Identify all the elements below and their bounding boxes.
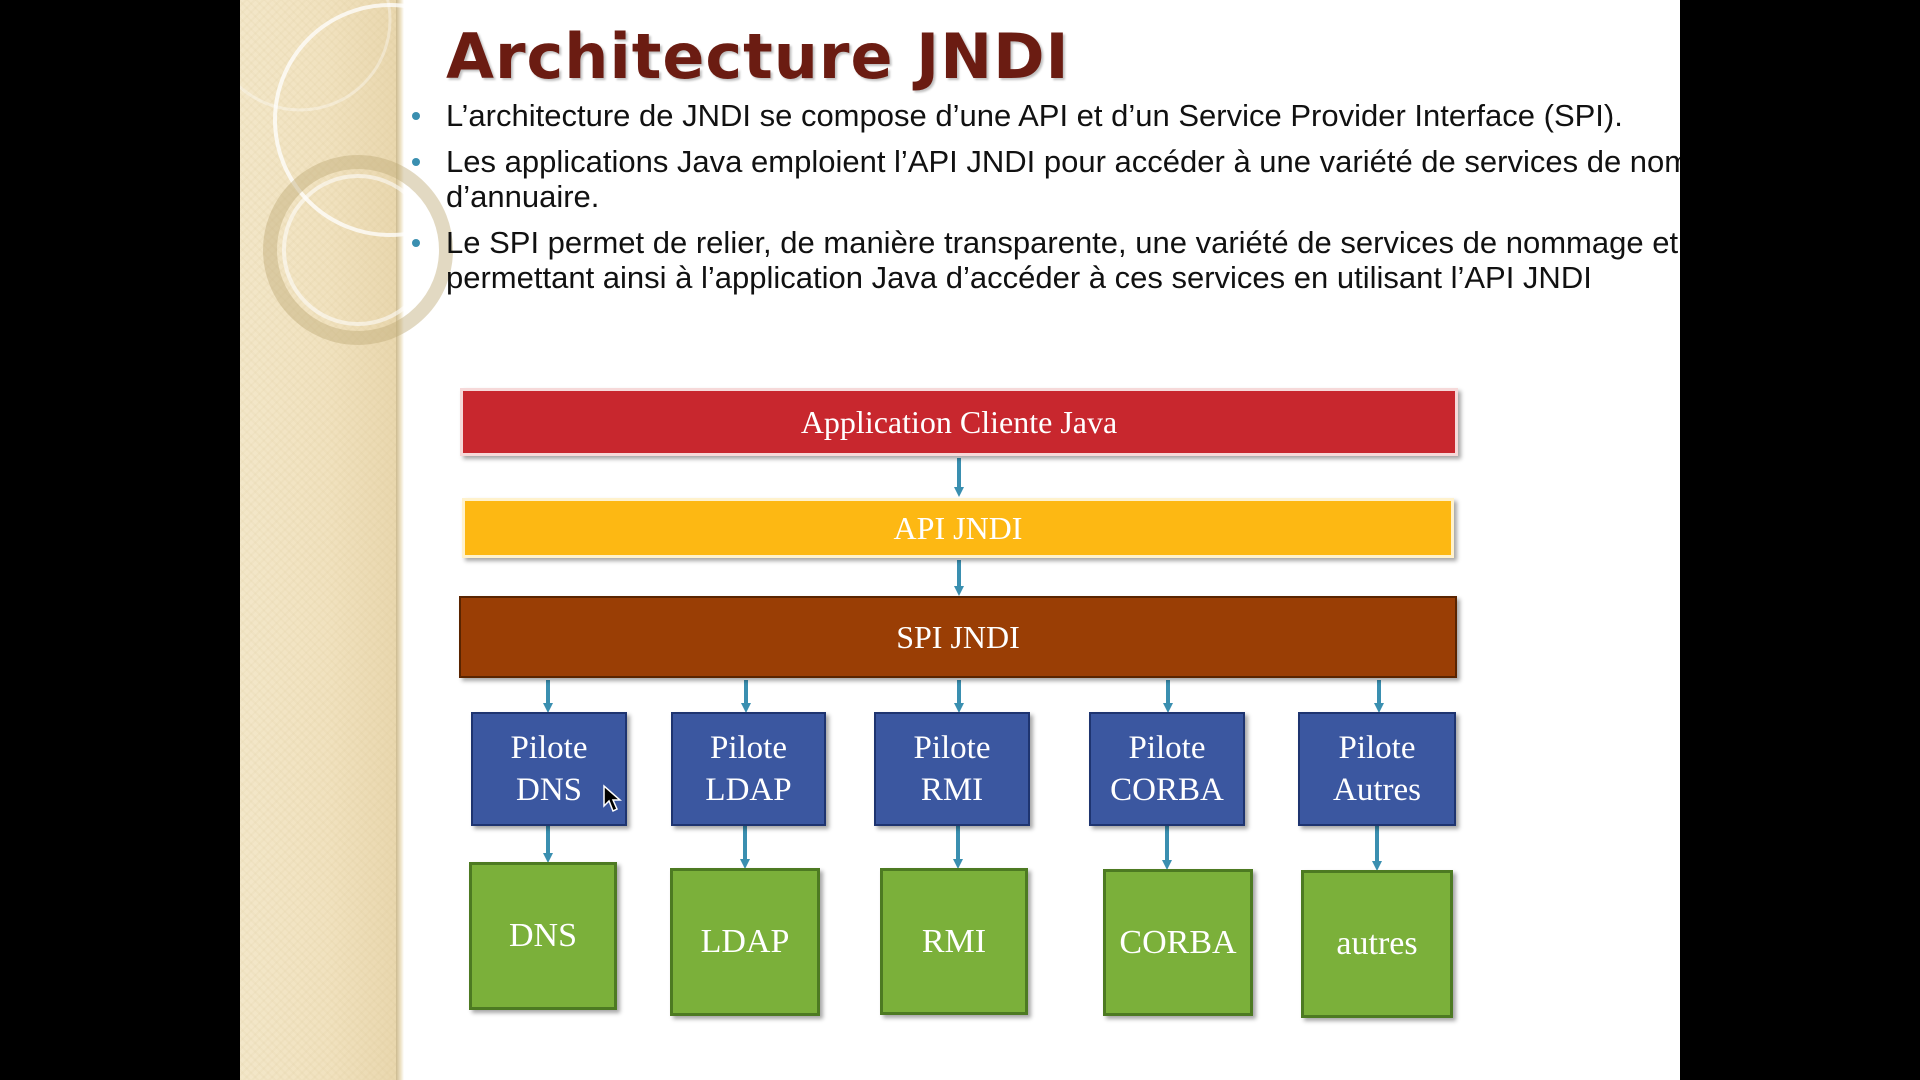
bullet-item: Le SPI permet de relier, de manière tran… bbox=[412, 225, 1680, 295]
decorative-rings bbox=[240, 0, 460, 345]
pilot-dns-box: Pilote DNS bbox=[471, 712, 627, 826]
jndi-architecture-diagram: Application Cliente Java API JNDI SPI JN… bbox=[240, 0, 1680, 1080]
bullet-text: L’architecture de JNDI se compose d’une … bbox=[446, 98, 1623, 133]
bullet-dot-icon bbox=[412, 112, 420, 120]
pilot-autres-box: Pilote Autres bbox=[1298, 712, 1456, 826]
pilot-label-line1: Pilote bbox=[913, 730, 991, 766]
decorative-strip-edge bbox=[396, 0, 404, 1080]
pilot-label-line1: Pilote bbox=[709, 730, 787, 766]
pilot-label-line2: LDAP bbox=[705, 772, 792, 808]
spi-jndi-box: SPI JNDI bbox=[459, 596, 1457, 678]
service-ldap-box: LDAP bbox=[670, 868, 820, 1016]
api-jndi-box: API JNDI bbox=[462, 498, 1454, 558]
service-corba-box: CORBA bbox=[1103, 869, 1253, 1016]
bullet-item: Les applications Java emploient l’API JN… bbox=[412, 144, 1680, 214]
pilot-label-line2: Autres bbox=[1333, 772, 1421, 808]
connector-arrows bbox=[543, 458, 1384, 871]
pilot-corba-box: Pilote CORBA bbox=[1089, 712, 1245, 826]
bullet-list: L’architecture de JNDI se compose d’une … bbox=[412, 98, 1680, 306]
service-autres-box: autres bbox=[1301, 870, 1453, 1018]
service-rmi-box: RMI bbox=[880, 868, 1028, 1015]
application-cliente-box: Application Cliente Java bbox=[460, 388, 1458, 456]
pilot-rmi-box: Pilote RMI bbox=[874, 712, 1030, 826]
bullet-dot-icon bbox=[412, 239, 420, 247]
bullet-text: Le SPI permet de relier, de manière tran… bbox=[446, 225, 1680, 295]
bullet-text: Les applications Java emploient l’API JN… bbox=[446, 144, 1680, 214]
presentation-slide: Architecture JNDI L’architecture de JNDI… bbox=[240, 0, 1680, 1080]
pilot-label-line1: Pilote bbox=[1128, 730, 1206, 766]
pilot-label-line2: CORBA bbox=[1110, 772, 1224, 808]
pilot-label-line1: Pilote bbox=[510, 730, 588, 766]
pilot-label-line2: DNS bbox=[515, 772, 583, 808]
service-dns-box: DNS bbox=[469, 862, 617, 1010]
bullet-item: L’architecture de JNDI se compose d’une … bbox=[412, 98, 1680, 133]
decorative-side-strip bbox=[240, 0, 398, 1080]
pilot-label-line1: Pilote bbox=[1338, 730, 1416, 766]
bullet-dot-icon bbox=[412, 158, 420, 166]
pilot-label-line2: RMI bbox=[920, 772, 984, 808]
mouse-cursor-icon bbox=[603, 784, 622, 813]
pilot-ldap-box: Pilote LDAP bbox=[671, 712, 826, 826]
slide-title: Architecture JNDI bbox=[446, 20, 1070, 93]
